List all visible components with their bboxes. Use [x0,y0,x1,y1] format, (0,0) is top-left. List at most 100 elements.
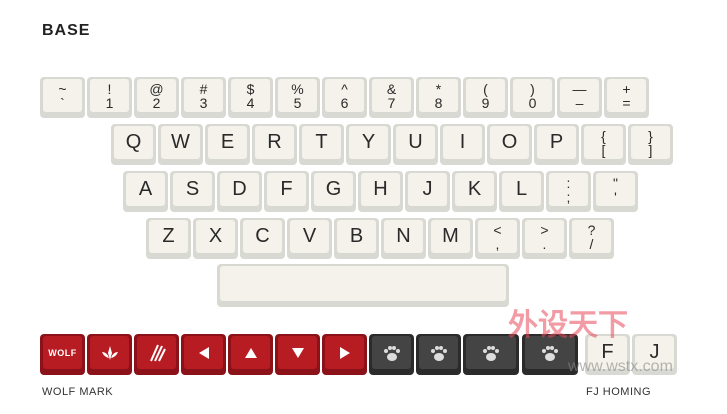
homing-key-j[interactable]: J [632,334,677,375]
key-t-label: T [315,131,328,153]
key-row1-12-base-label: = [622,94,631,111]
paw-icon [430,345,447,361]
key-row1-3[interactable]: #3 [181,77,226,118]
key-row2-extra-0-shift-label: { [601,127,606,144]
key-b[interactable]: B [334,218,379,259]
key-g[interactable]: G [311,171,356,212]
key-row1-1-shift-label: ! [107,80,112,97]
key-r[interactable]: R [252,124,297,165]
watermark-url: www.wstx.com [568,358,673,375]
key-row1-4-shift-label: $ [246,80,255,97]
key-row1-12[interactable]: += [604,77,649,118]
key-t[interactable]: T [299,124,344,165]
key-y[interactable]: Y [346,124,391,165]
key-row3-extra-0[interactable]: :; [546,171,591,212]
key-row1-1-base-label: 1 [105,94,114,111]
key-row1-5[interactable]: %5 [275,77,320,118]
claw-marks-icon [149,344,166,361]
wolf-key[interactable]: WOLF [40,334,85,375]
key-row4-extra-2-base-label: / [589,235,594,252]
key-row1-7-shift-label: & [386,80,397,97]
key-u[interactable]: U [393,124,438,165]
key-row2-extra-1-base-label: ] [648,141,653,158]
key-p[interactable]: P [534,124,579,165]
key-row4-extra-1[interactable]: >. [522,218,567,259]
key-row4-extra-1-shift-label: > [540,221,549,238]
arrow-down-key[interactable] [275,334,320,375]
key-a[interactable]: A [123,171,168,212]
key-row3-extra-1[interactable]: "' [593,171,638,212]
key-row4-extra-2[interactable]: ?/ [569,218,614,259]
key-row3-extra-1-shift-label: " [613,174,618,191]
paw-key-4[interactable] [522,334,578,375]
key-o[interactable]: O [487,124,532,165]
wolf-emblem-key[interactable] [87,334,132,375]
homing-key-j-label: J [649,341,660,363]
key-o-label: O [501,131,518,153]
key-n[interactable]: N [381,218,426,259]
key-row1-9[interactable]: (9 [463,77,508,118]
arrow-up-key[interactable] [228,334,273,375]
key-z[interactable]: Z [146,218,191,259]
arrow-right-icon [339,346,350,359]
key-a-label: A [138,178,153,200]
key-s[interactable]: S [170,171,215,212]
paw-key-1[interactable] [369,334,414,375]
key-row1-0-shift-label: ~ [58,80,67,97]
key-p-label: P [549,131,564,153]
key-c[interactable]: C [240,218,285,259]
key-w[interactable]: W [158,124,203,165]
key-row1-11[interactable]: —– [557,77,602,118]
homing-key-f-label: F [601,341,614,363]
key-row1-3-base-label: 3 [199,94,208,111]
key-row1-1[interactable]: !1 [87,77,132,118]
key-row1-9-base-label: 9 [481,94,490,111]
key-row1-7[interactable]: &7 [369,77,414,118]
key-x[interactable]: X [193,218,238,259]
key-k[interactable]: K [452,171,497,212]
key-row4-extra-0-base-label: , [495,235,500,252]
key-row1-0[interactable]: ~` [40,77,85,118]
key-row4-extra-1-base-label: . [542,235,547,252]
key-row1-6[interactable]: ^6 [322,77,367,118]
key-row1-8[interactable]: *8 [416,77,461,118]
key-q[interactable]: Q [111,124,156,165]
key-row2-extra-1-shift-label: } [648,127,653,144]
key-y-label: Y [361,131,376,153]
key-f[interactable]: F [264,171,309,212]
key-m[interactable]: M [428,218,473,259]
key-v[interactable]: V [287,218,332,259]
paw-key-3[interactable] [463,334,519,375]
key-row1-2[interactable]: @2 [134,77,179,118]
claw-key[interactable] [134,334,179,375]
homing-key-f[interactable]: F [585,334,630,375]
arrow-right-key[interactable] [322,334,367,375]
key-row1-4[interactable]: $4 [228,77,273,118]
key-j[interactable]: J [405,171,450,212]
key-row1-6-shift-label: ^ [341,80,348,97]
key-x-label: X [208,225,223,247]
key-row1-10[interactable]: )0 [510,77,555,118]
key-d[interactable]: D [217,171,262,212]
key-row2-extra-0[interactable]: {[ [581,124,626,165]
key-l[interactable]: L [499,171,544,212]
arrow-down-icon [291,347,304,358]
key-row1-9-shift-label: ( [483,80,488,97]
key-row1-0-base-label: ` [60,94,65,111]
arrow-left-key[interactable] [181,334,226,375]
paw-icon [542,345,558,361]
key-e[interactable]: E [205,124,250,165]
key-b-label: B [349,225,364,247]
key-row1-5-base-label: 5 [293,94,302,111]
key-row4-extra-0[interactable]: <, [475,218,520,259]
key-row1-10-shift-label: ) [530,80,535,97]
key-e-label: E [220,131,235,153]
key-i[interactable]: I [440,124,485,165]
arrow-up-icon [244,347,257,358]
key-row4-extra-0-shift-label: < [493,221,502,238]
spacebar-key[interactable] [217,264,509,307]
paw-key-2[interactable] [416,334,461,375]
key-row2-extra-1[interactable]: }] [628,124,673,165]
key-h[interactable]: H [358,171,403,212]
fj-homing-label: FJ HOMING [586,386,651,398]
